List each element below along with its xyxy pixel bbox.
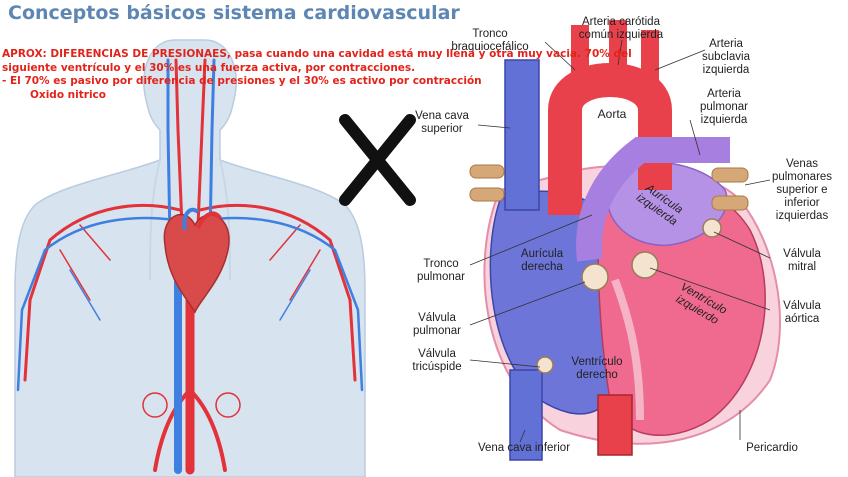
label-arteria-subclavia: Arteria subclavia izquierda [702,38,750,76]
page-title: Conceptos básicos sistema cardiovascular [8,2,460,24]
label-arteria-carotida: Arteria carótida común izquierda [578,16,664,41]
note-line-3: - El 70% es pasivo por diferencia de pre… [2,75,482,87]
label-venas-pulmonares: Venas pulmonares superior e inferior izq… [771,158,833,222]
label-valvula-tricuspide: Válvula tricúspide [412,348,462,373]
label-ventriculo-derecho: Ventrículo derecho [571,356,623,381]
label-auricula-derecha: Aurícula derecha [520,248,564,273]
label-valvula-pulmonar: Válvula pulmonar [413,312,461,337]
label-valvula-mitral: Válvula mitral [783,248,821,273]
label-vena-cava-inferior: Vena cava inferior [477,442,571,454]
label-tronco-braquiocefalico: Tronco braquiocefálico [451,28,529,53]
label-aorta: Aorta [597,107,627,121]
label-valvula-aortica: Válvula aórtica [783,300,821,325]
note-line-1: APROX: DIFERENCIAS DE PRESIONAES, pasa c… [2,48,632,60]
note-line-4: Oxido nitrico [30,88,106,101]
label-tronco-pulmonar: Tronco pulmonar [417,258,465,283]
note-line-2: siguiente ventrículo y el 30% es una fue… [2,61,416,74]
label-vena-cava-superior: Vena cava superior [415,110,469,135]
label-pericardio: Pericardio [746,442,798,454]
notes-block: APROX: DIFERENCIAS DE PRESIONAES, pasa c… [2,48,632,102]
label-arteria-pulmonar: Arteria pulmonar izquierda [700,88,748,126]
